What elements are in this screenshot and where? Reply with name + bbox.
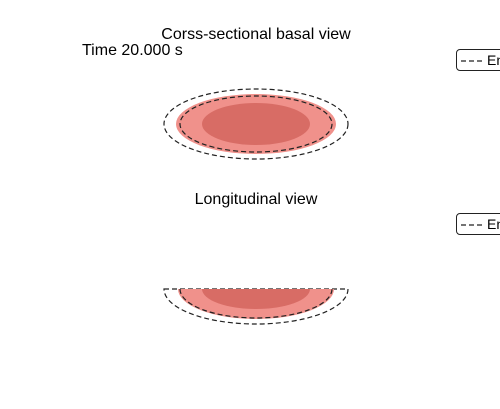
longitudinal-view bbox=[163, 288, 349, 325]
legend-top-label: En bbox=[487, 52, 500, 68]
cavity-fill-top bbox=[202, 103, 310, 145]
cavity-fill-bottom bbox=[202, 289, 310, 309]
cross-section-view bbox=[163, 88, 349, 160]
panel-top-title: Corss-sectional basal view bbox=[161, 26, 351, 43]
legend-bottom-label: En bbox=[487, 216, 500, 232]
legend-top: En bbox=[456, 49, 500, 71]
dashed-line-swatch-icon bbox=[461, 60, 483, 62]
dashed-line-swatch-icon bbox=[461, 224, 483, 226]
time-label: Time 20.000 s bbox=[82, 42, 183, 59]
legend-bottom: En bbox=[456, 213, 500, 235]
outer-dashed-contour-top bbox=[163, 88, 349, 160]
inner-dashed-contour-top bbox=[179, 95, 333, 153]
outer-dashed-contour-bottom bbox=[163, 288, 349, 325]
panel-bottom-title: Longitudinal view bbox=[194, 191, 318, 208]
